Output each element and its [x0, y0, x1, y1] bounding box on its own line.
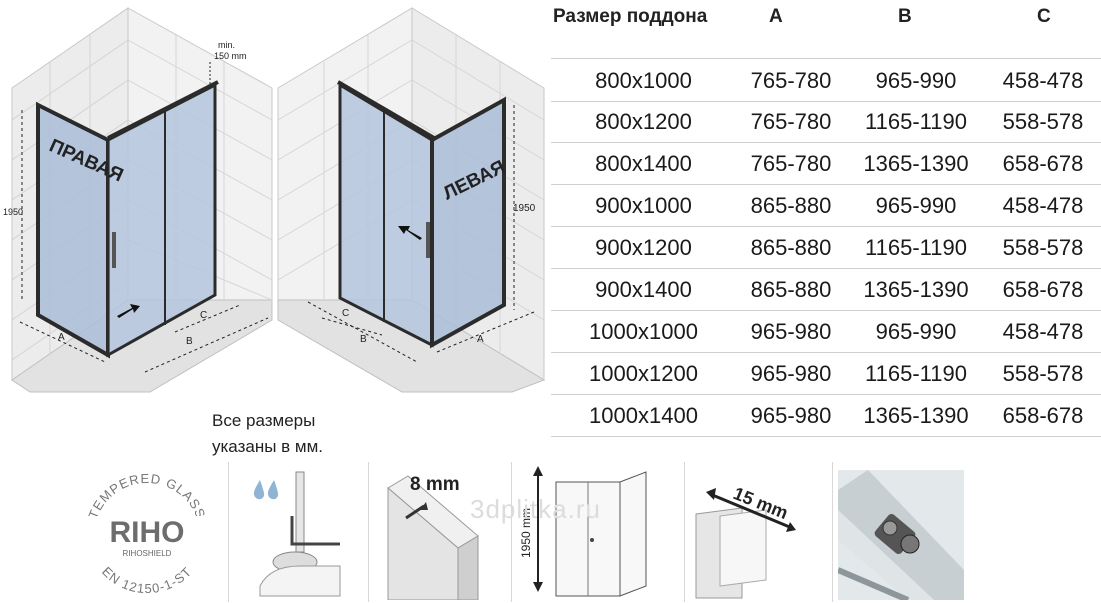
table-cell: 1165-1190 — [865, 109, 967, 134]
right-cabin-diagram: 1950 ПРАВАЯ min. 150 mm A B C — [3, 7, 273, 393]
table-cell: 800x1000 — [595, 68, 692, 93]
table-row: 900x1200 865-880 1165-1190 558-578 — [551, 226, 1101, 269]
right-min-mm-label: 150 mm — [214, 51, 247, 61]
table-row: 1000x1000 965-980 965-990 458-478 — [551, 310, 1101, 353]
units-note: Все размеры указаны в мм. — [212, 408, 323, 460]
table-cell: 965-990 — [875, 193, 957, 218]
table-row: 900x1000 865-880 965-990 458-478 — [551, 184, 1101, 227]
header-b: B — [898, 6, 912, 27]
roller-photo — [838, 470, 964, 600]
right-dim-a: A — [58, 332, 65, 343]
header-a: A — [769, 6, 783, 27]
table-cell: 658-678 — [1002, 151, 1084, 176]
table-cell: 1365-1390 — [863, 277, 969, 302]
badge-sub: RIHOSHIELD — [123, 549, 172, 558]
table-cell: 800x1200 — [595, 109, 692, 134]
height-label: 1950 mm — [519, 508, 533, 558]
table-row: 800x1400 765-780 1365-1390 658-678 — [551, 142, 1101, 185]
right-dim-b: B — [186, 336, 193, 347]
water-drop-icon — [267, 480, 279, 500]
table-cell: 558-578 — [1002, 109, 1084, 134]
left-cabin-diagram: 1950 ЛЕВАЯ B C A — [277, 7, 546, 393]
table-cell: 965-990 — [875, 68, 957, 93]
water-seal-icon — [253, 471, 341, 597]
divider-1 — [228, 462, 229, 602]
table-cell: 965-990 — [875, 319, 957, 344]
table-cell: 458-478 — [1002, 319, 1084, 344]
badge-brand: RIHO — [110, 516, 185, 549]
glass-thickness-icon: 8 mm — [387, 474, 479, 600]
table-cell: 1000x1400 — [589, 403, 698, 428]
table-cell: 965-980 — [750, 319, 832, 344]
table-row: 900x1400 865-880 1365-1390 658-678 — [551, 268, 1101, 311]
table-cell: 965-980 — [750, 361, 832, 386]
glass-thickness-label: 8 mm — [410, 474, 460, 495]
height-icon: 1950 mm — [519, 466, 647, 597]
watermark: 3dplitka.ru — [470, 494, 601, 524]
table-cell: 800x1400 — [595, 151, 692, 176]
table-cell: 1165-1190 — [865, 235, 967, 260]
table-cell: 658-678 — [1002, 277, 1084, 302]
table-cell: 900x1000 — [595, 193, 692, 218]
table-cell: 1000x1200 — [589, 361, 698, 386]
table-cell: 458-478 — [1002, 68, 1084, 93]
table-cell: 1365-1390 — [863, 151, 969, 176]
table-cell: 900x1400 — [595, 277, 692, 302]
right-dim-c: C — [200, 310, 207, 321]
table-cell: 1000x1000 — [589, 319, 698, 344]
table-cell: 765-780 — [750, 68, 832, 93]
right-min-label: min. — [218, 40, 235, 50]
left-height-label: 1950 — [513, 203, 536, 214]
right-height-label: 1950 — [3, 207, 23, 217]
table-cell: 558-578 — [1002, 361, 1084, 386]
table-cell: 1365-1390 — [863, 403, 969, 428]
left-dim-a: A — [477, 334, 484, 345]
header-tray-size: Размер поддона — [553, 6, 708, 27]
table-cell: 658-678 — [1002, 403, 1084, 428]
table-row: 1000x1200 965-980 1165-1190 558-578 — [551, 352, 1101, 395]
table-cell: 865-880 — [750, 235, 832, 260]
table-cell: 558-578 — [1002, 235, 1084, 260]
table-cell: 900x1200 — [595, 235, 692, 260]
table-cell: 1165-1190 — [865, 361, 967, 386]
adjustment-icon: 15 mm — [695, 483, 796, 599]
units-note-line1: Все размеры — [212, 411, 316, 430]
table-cell: 865-880 — [750, 193, 832, 218]
badge-arc-bottom: EN 12150-1-ST — [99, 564, 195, 596]
divider-3 — [511, 462, 512, 602]
table-cell: 765-780 — [750, 151, 832, 176]
table-row: 800x1000 765-780 965-990 458-478 — [551, 58, 1101, 102]
left-dim-c: C — [342, 308, 349, 319]
table-row: 800x1200 765-780 1165-1190 558-578 — [551, 100, 1101, 143]
units-note-line2: указаны в мм. — [212, 437, 324, 456]
left-dim-b: B — [360, 334, 367, 345]
table-row: 1000x1400 965-980 1365-1390 658-678 — [551, 394, 1101, 437]
divider-2 — [368, 462, 369, 602]
header-c: C — [1037, 6, 1051, 27]
table-cell: 865-880 — [750, 277, 832, 302]
water-drop-icon — [253, 480, 265, 500]
table-cell: 765-780 — [750, 109, 832, 134]
tempered-glass-badge: TEMPERED GLASS RIHO RIHOSHIELD EN 12150-… — [85, 471, 208, 596]
badge-arc-top: TEMPERED GLASS — [85, 471, 208, 521]
table-cell: 458-478 — [1002, 193, 1084, 218]
divider-5 — [832, 462, 833, 602]
divider-4 — [684, 462, 685, 602]
table-cell: 965-980 — [750, 403, 832, 428]
